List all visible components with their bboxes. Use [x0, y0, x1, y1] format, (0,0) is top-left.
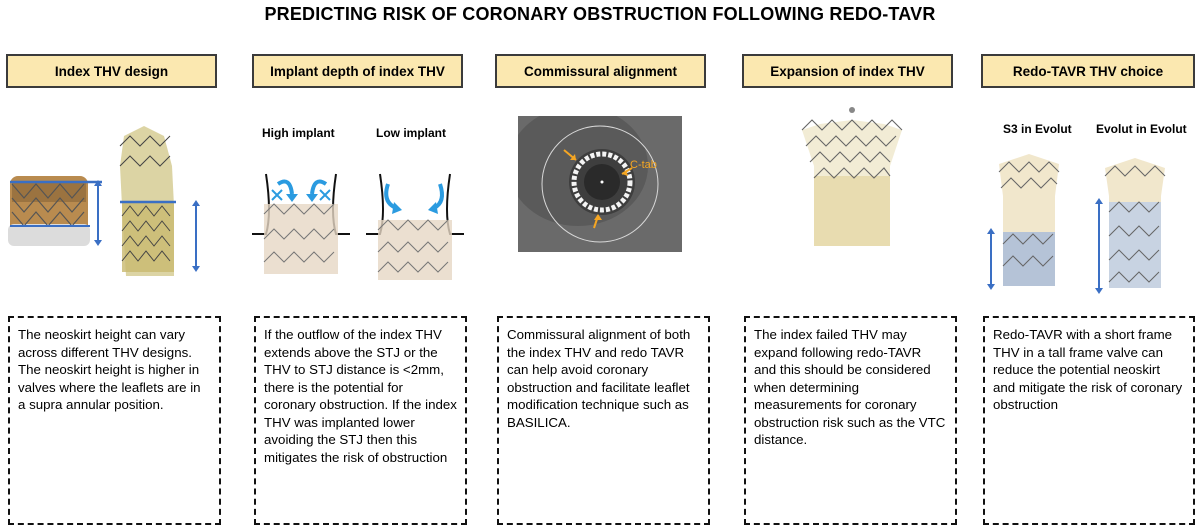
header-expansion-index-thv: Expansion of index THV — [742, 54, 953, 88]
column-commissural-alignment: Commissural alignment C-tab Commissural … — [493, 54, 714, 525]
text-box-expansion-index-thv: The index failed THV may expand followin… — [744, 316, 957, 525]
label-high-implant: High implant — [262, 126, 335, 140]
self-expanding-valve-image — [119, 126, 200, 276]
balloon-expandable-valve-image — [8, 176, 102, 246]
high-implant-diagram — [252, 173, 350, 274]
header-implant-depth: Implant depth of index THV — [252, 54, 463, 88]
text-box-commissural-alignment: Commissural alignment of both the index … — [497, 316, 710, 525]
label-evolut-in-evolut: Evolut in Evolut — [1096, 122, 1187, 136]
page-title: PREDICTING RISK OF CORONARY OBSTRUCTION … — [264, 4, 936, 24]
c-tab-label: C-tab — [630, 159, 657, 171]
column-redo-tavr-thv-choice: Redo-TAVR THV choice S3 in Evolut Evolut… — [979, 54, 1200, 525]
low-implant-diagram — [366, 173, 464, 280]
header-index-thv-design: Index THV design — [6, 54, 217, 88]
implant-depth-figure — [250, 154, 471, 304]
expansion-figure — [740, 106, 961, 296]
header-redo-tavr-thv-choice: Redo-TAVR THV choice — [981, 54, 1195, 88]
s3-in-evolut-image — [987, 154, 1060, 290]
expanded-valve-image — [801, 107, 903, 246]
column-index-thv-design: Index THV design — [4, 54, 225, 525]
text-box-redo-tavr-thv-choice: Redo-TAVR with a short frame THV in a ta… — [983, 316, 1195, 525]
label-low-implant: Low implant — [376, 126, 446, 140]
text-box-implant-depth: If the outflow of the index THV extends … — [254, 316, 467, 525]
evolut-in-evolut-image — [1095, 158, 1166, 294]
column-expansion-index-thv: Expansion of index THV The index failed … — [740, 54, 961, 525]
thv-design-figure — [4, 106, 225, 296]
redo-tavr-figure — [979, 146, 1200, 296]
label-s3-in-evolut: S3 in Evolut — [1003, 122, 1072, 136]
column-implant-depth: Implant depth of index THV High implant … — [250, 54, 471, 525]
ct-scan-figure: C-tab — [518, 116, 682, 252]
text-box-index-thv-design: The neoskirt height can vary across diff… — [8, 316, 221, 525]
header-commissural-alignment: Commissural alignment — [495, 54, 706, 88]
